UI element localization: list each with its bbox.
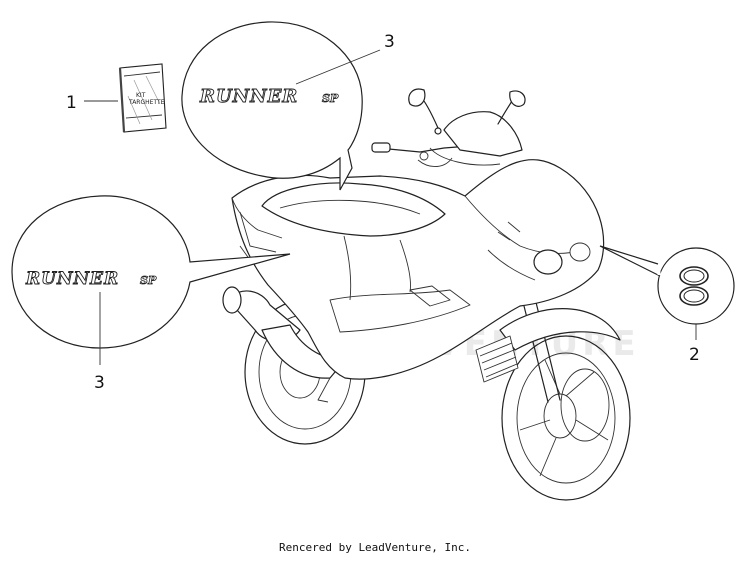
callout-number-2: 2 bbox=[689, 345, 700, 365]
runner-logo-suffix-side: SP bbox=[140, 274, 157, 287]
kit-label-line2: TARGHETTE bbox=[128, 99, 165, 106]
runner-logo-top: RUNNER bbox=[199, 86, 298, 107]
part-3-logo-decal-top[interactable]: RUNNER SP 3 bbox=[181, 21, 395, 191]
handlebar-assembly bbox=[371, 88, 526, 167]
right-mirror bbox=[509, 90, 526, 107]
front-wheel bbox=[501, 335, 631, 501]
emblem-rings-icon bbox=[679, 266, 709, 306]
logo-bubble-top bbox=[181, 21, 363, 191]
left-mirror bbox=[408, 88, 426, 107]
exhaust bbox=[222, 286, 346, 379]
footer-credit: Rencered by LeadVenture, Inc. bbox=[278, 541, 472, 554]
runner-logo-suffix-top: SP bbox=[322, 92, 339, 105]
emblem-bubble-pointer bbox=[599, 245, 661, 277]
kit-label-line1: KIT bbox=[136, 92, 146, 99]
exploded-parts-diagram: LEADVENTURE bbox=[11, 21, 735, 501]
part-1-decal-kit[interactable]: KIT TARGHETTE 1 bbox=[66, 63, 167, 133]
part-3-logo-decal-side[interactable]: RUNNER SP 3 bbox=[11, 195, 291, 393]
front-grille bbox=[475, 335, 519, 383]
seat bbox=[261, 182, 446, 237]
callout-number-3-top: 3 bbox=[384, 32, 395, 52]
emblem-bubble bbox=[657, 247, 735, 325]
runner-logo-side: RUNNER bbox=[25, 269, 119, 289]
scooter-illustration bbox=[222, 88, 631, 501]
callout-number-3-side: 3 bbox=[94, 373, 105, 393]
callout-number-1: 1 bbox=[66, 93, 77, 113]
windscreen bbox=[443, 111, 523, 157]
part-2-emblem[interactable]: 2 bbox=[599, 245, 735, 365]
headlight bbox=[533, 249, 563, 275]
leader-line-3-top bbox=[295, 49, 381, 85]
decal-kit-bag: KIT TARGHETTE bbox=[118, 63, 167, 133]
